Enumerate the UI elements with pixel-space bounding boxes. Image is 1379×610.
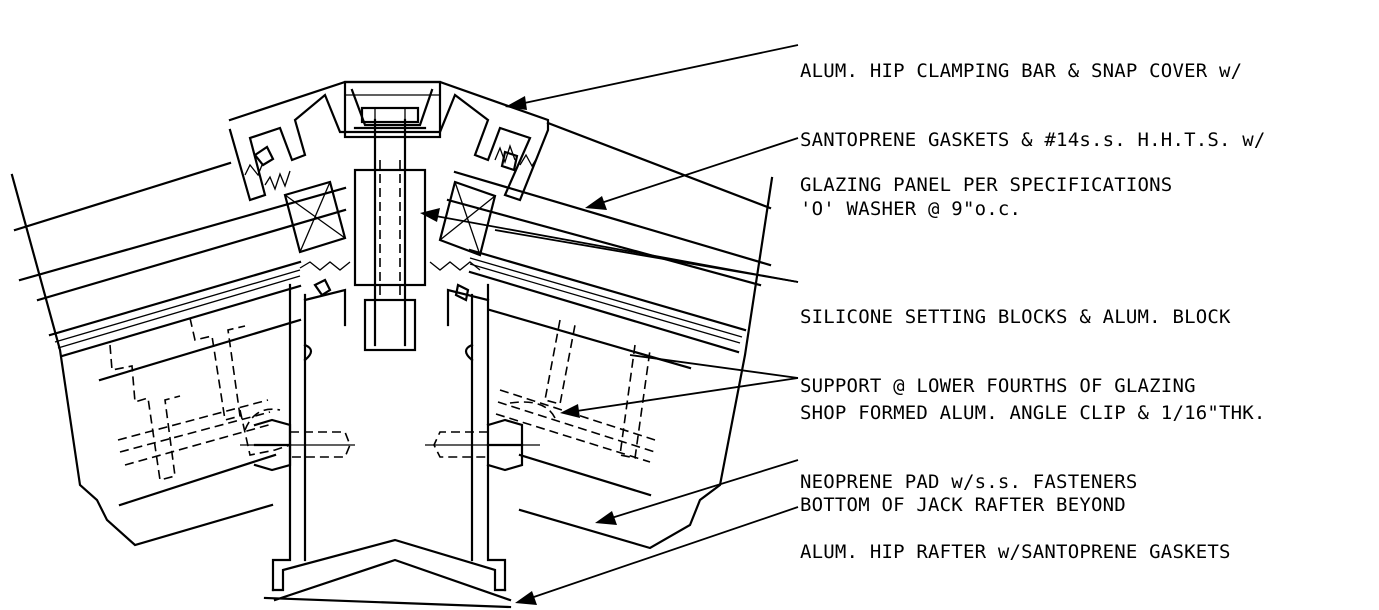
clip-bolts [240,418,540,472]
label-hip-rafter: ALUM. HIP RAFTER w/SANTOPRENE GASKETS [800,495,1231,587]
label-line: ALUM. HIP RAFTER w/SANTOPRENE GASKETS [800,541,1231,563]
left-roof-assembly [10,161,347,547]
leader-lines [420,44,799,605]
clamping-bar [228,80,550,202]
label-line: ALUM. HIP CLAMPING BAR & SNAP COVER w/ [800,60,1243,82]
label-jack-rafter: BOTTOM OF JACK RAFTER BEYOND [800,448,1126,540]
label-line: 'O' WASHER @ 9"o.c. [800,198,1022,220]
label-line: SUPPORT @ LOWER FOURTHS OF GLAZING [800,375,1196,397]
label-line: NEOPRENE PAD w/s.s. FASTENERS [800,471,1138,493]
label-line: SANTOPRENE GASKETS & #14s.s. H.H.T.S. w/ [800,129,1266,151]
label-angle-clip: SHOP FORMED ALUM. ANGLE CLIP & 1/16"THK.… [800,356,1266,517]
label-setting-blocks: SILICONE SETTING BLOCKS & ALUM. BLOCK SU… [800,260,1231,421]
label-line: GLAZING PANEL PER SPECIFICATIONS [800,174,1173,196]
label-line: BOTTOM OF JACK RAFTER BEYOND [800,494,1126,516]
hip-rafter-profile [263,118,512,609]
label-line: SILICONE SETTING BLOCKS & ALUM. BLOCK [800,306,1231,328]
label-clamping-bar: ALUM. HIP CLAMPING BAR & SNAP COVER w/ S… [800,14,1266,244]
label-glazing-panel: GLAZING PANEL PER SPECIFICATIONS [800,128,1172,220]
label-line: SHOP FORMED ALUM. ANGLE CLIP & 1/16"THK. [800,402,1266,424]
